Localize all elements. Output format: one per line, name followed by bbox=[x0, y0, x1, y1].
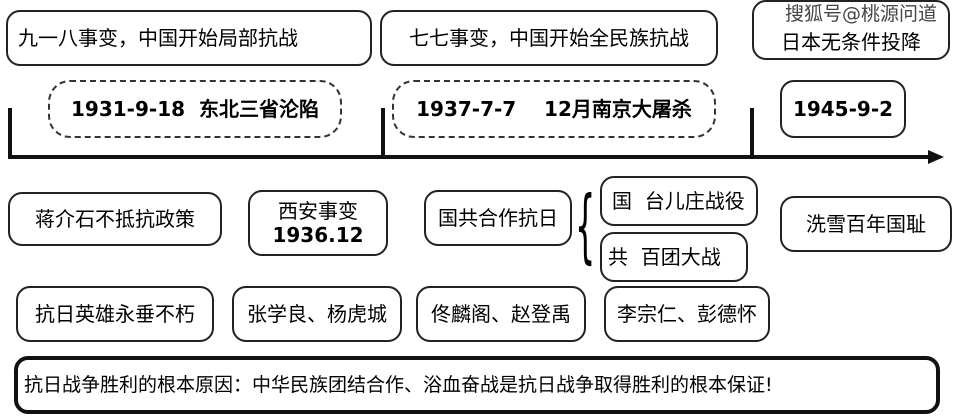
box-text: 西安事变 bbox=[278, 199, 358, 223]
event-text: 日本无条件投降 bbox=[781, 30, 921, 54]
box-text: 国 台儿庄战役 bbox=[612, 189, 745, 213]
arrow-head-icon bbox=[928, 150, 944, 164]
box-taierzhuang: 国 台儿庄战役 bbox=[600, 176, 758, 226]
box-cooperation: 国共合作抗日 bbox=[424, 190, 572, 246]
conclusion-box: 抗日战争胜利的根本原因：中华民族团结合作、浴血奋战是抗日战争取得胜利的根本保证! bbox=[14, 356, 940, 414]
timeline-axis bbox=[8, 155, 933, 159]
box-zhang-yang: 张学良、杨虎城 bbox=[232, 286, 402, 342]
box-heroes: 抗日英雄永垂不朽 bbox=[16, 286, 214, 342]
box-text: 蒋介石不抵抗政策 bbox=[35, 207, 195, 231]
date-text: 1945-9-2 bbox=[792, 97, 894, 121]
tick-1937 bbox=[381, 108, 385, 158]
box-text: 抗日英雄永垂不朽 bbox=[35, 302, 195, 326]
date-1931: 1931-9-18 东北三省沦陷 bbox=[48, 80, 342, 138]
event-918: 九一八事变，中国开始局部抗战 bbox=[6, 10, 372, 66]
box-text: 张学良、杨虎城 bbox=[247, 302, 387, 326]
box-text: 李宗仁、彭德怀 bbox=[617, 302, 757, 326]
tick-1931 bbox=[8, 108, 12, 158]
box-text: 佟麟阁、赵登禹 bbox=[431, 302, 571, 326]
box-li-peng: 李宗仁、彭德怀 bbox=[604, 286, 770, 342]
box-text: 国共合作抗日 bbox=[438, 206, 558, 230]
box-text: 1936.12 bbox=[272, 223, 364, 247]
box-nonresistance: 蒋介石不抵抗政策 bbox=[8, 192, 222, 246]
brace-icon: { bbox=[575, 179, 596, 272]
box-hundred-regiments: 共 百团大战 bbox=[600, 232, 748, 282]
date-1937: 1937-7-7 12月南京大屠杀 bbox=[392, 80, 716, 138]
event-surrender: 日本无条件投降 bbox=[752, 0, 950, 60]
box-tong-zhao: 佟麟阁、赵登禹 bbox=[416, 286, 586, 342]
box-text: 洗雪百年国耻 bbox=[806, 212, 926, 236]
tick-1945 bbox=[750, 108, 754, 158]
box-humiliation: 洗雪百年国耻 bbox=[780, 196, 952, 252]
date-1945: 1945-9-2 bbox=[780, 80, 906, 138]
event-text: 九一八事变，中国开始局部抗战 bbox=[18, 26, 298, 50]
event-text: 七七事变，中国开始全民族抗战 bbox=[409, 26, 689, 50]
conclusion-text: 抗日战争胜利的根本原因：中华民族团结合作、浴血奋战是抗日战争取得胜利的根本保证! bbox=[24, 373, 773, 396]
event-77: 七七事变，中国开始全民族抗战 bbox=[380, 10, 718, 66]
watermark: 搜狐号@桃源问道 bbox=[785, 3, 938, 25]
date-text: 1937-7-7 12月南京大屠杀 bbox=[416, 97, 692, 121]
box-text: 共 百团大战 bbox=[608, 245, 721, 269]
date-text: 1931-9-18 东北三省沦陷 bbox=[71, 97, 319, 121]
